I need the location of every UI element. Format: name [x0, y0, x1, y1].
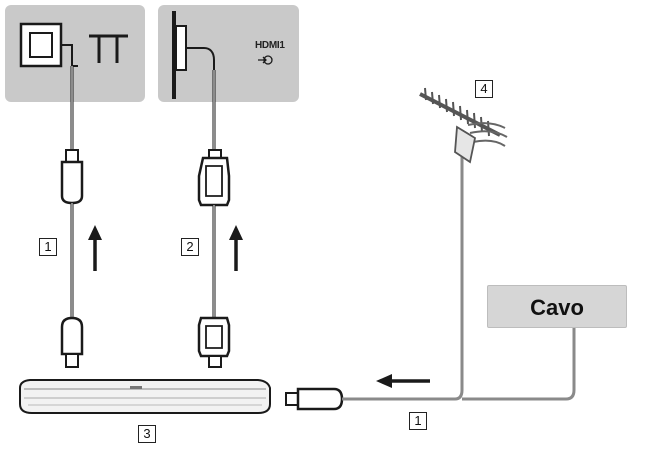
hdmi-input-arrow-icon [258, 55, 273, 65]
cable-source-box: Cavo [487, 285, 627, 328]
callout-antenna: 4 [475, 80, 493, 98]
cable-source-label: Cavo [530, 295, 584, 320]
antenna-icon [419, 87, 508, 164]
callout-cable-rf-left: 1 [39, 238, 57, 256]
callout-recorder: 3 [138, 425, 156, 443]
up-arrow-right-icon [229, 225, 243, 271]
rf-cable-left [60, 66, 84, 368]
left-arrow-icon [376, 374, 430, 388]
recorder-device [19, 379, 271, 414]
rf-plug-bottom [285, 387, 344, 411]
hdmi1-port-label: HDMI1 [255, 40, 285, 51]
tv-panel-right [158, 5, 299, 102]
rf-input-icon [89, 34, 128, 63]
rf-cable-bottom [342, 152, 576, 401]
hdmi-socket-icon [172, 11, 215, 99]
callout-cable-rf-bottom: 1 [409, 412, 427, 430]
callout-cable-hdmi: 2 [181, 238, 199, 256]
hdmi-cable [197, 70, 231, 368]
antenna-socket-icon [19, 22, 78, 68]
up-arrow-left-icon [88, 225, 102, 271]
